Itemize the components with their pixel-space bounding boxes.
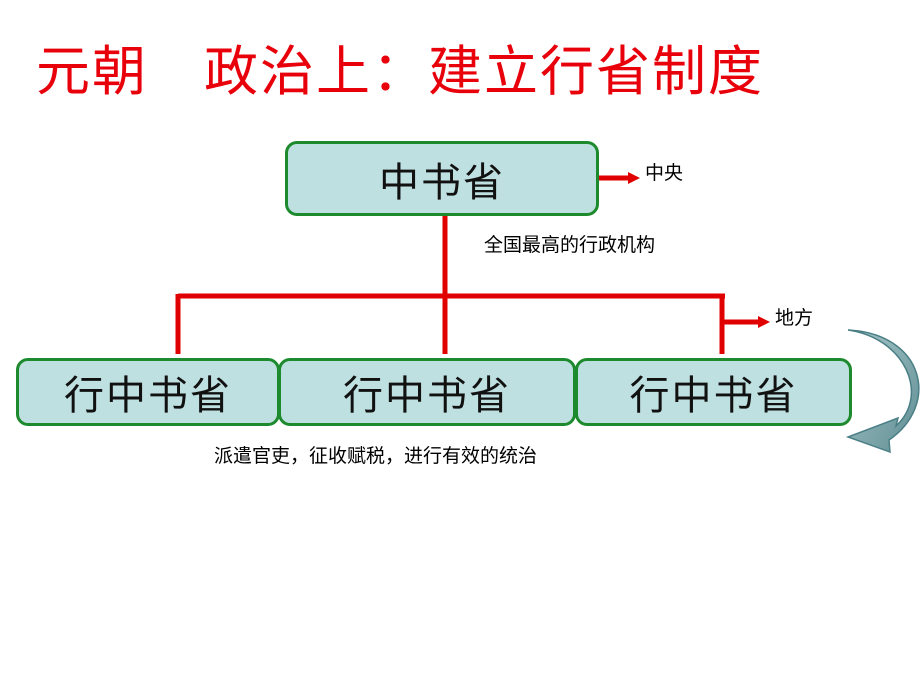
central-label: 中央 [645,162,684,184]
provincial-box-right: 行中书省 [575,358,852,426]
curved-arrow-icon [845,329,920,454]
page-title: 元朝 政治上：建立行省制度 [36,40,764,103]
provincial-box-label: 行中书省 [343,373,511,419]
central-box-label: 中书省 [379,159,505,206]
provincial-box-label: 行中书省 [629,373,798,419]
provincial-box-label: 行中书省 [64,373,232,419]
local-description: 派遣官吏，征收赋税，进行有效的统治 [214,445,538,467]
provincial-box-left: 行中书省 [16,358,280,426]
provincial-box-middle: 行中书省 [278,358,576,426]
central-arrow-head [628,172,640,184]
central-description: 全国最高的行政机构 [484,234,656,256]
local-label: 地方 [775,307,814,329]
local-arrow-head [758,316,770,328]
central-box-zhongshusheng: 中书省 [285,141,599,216]
